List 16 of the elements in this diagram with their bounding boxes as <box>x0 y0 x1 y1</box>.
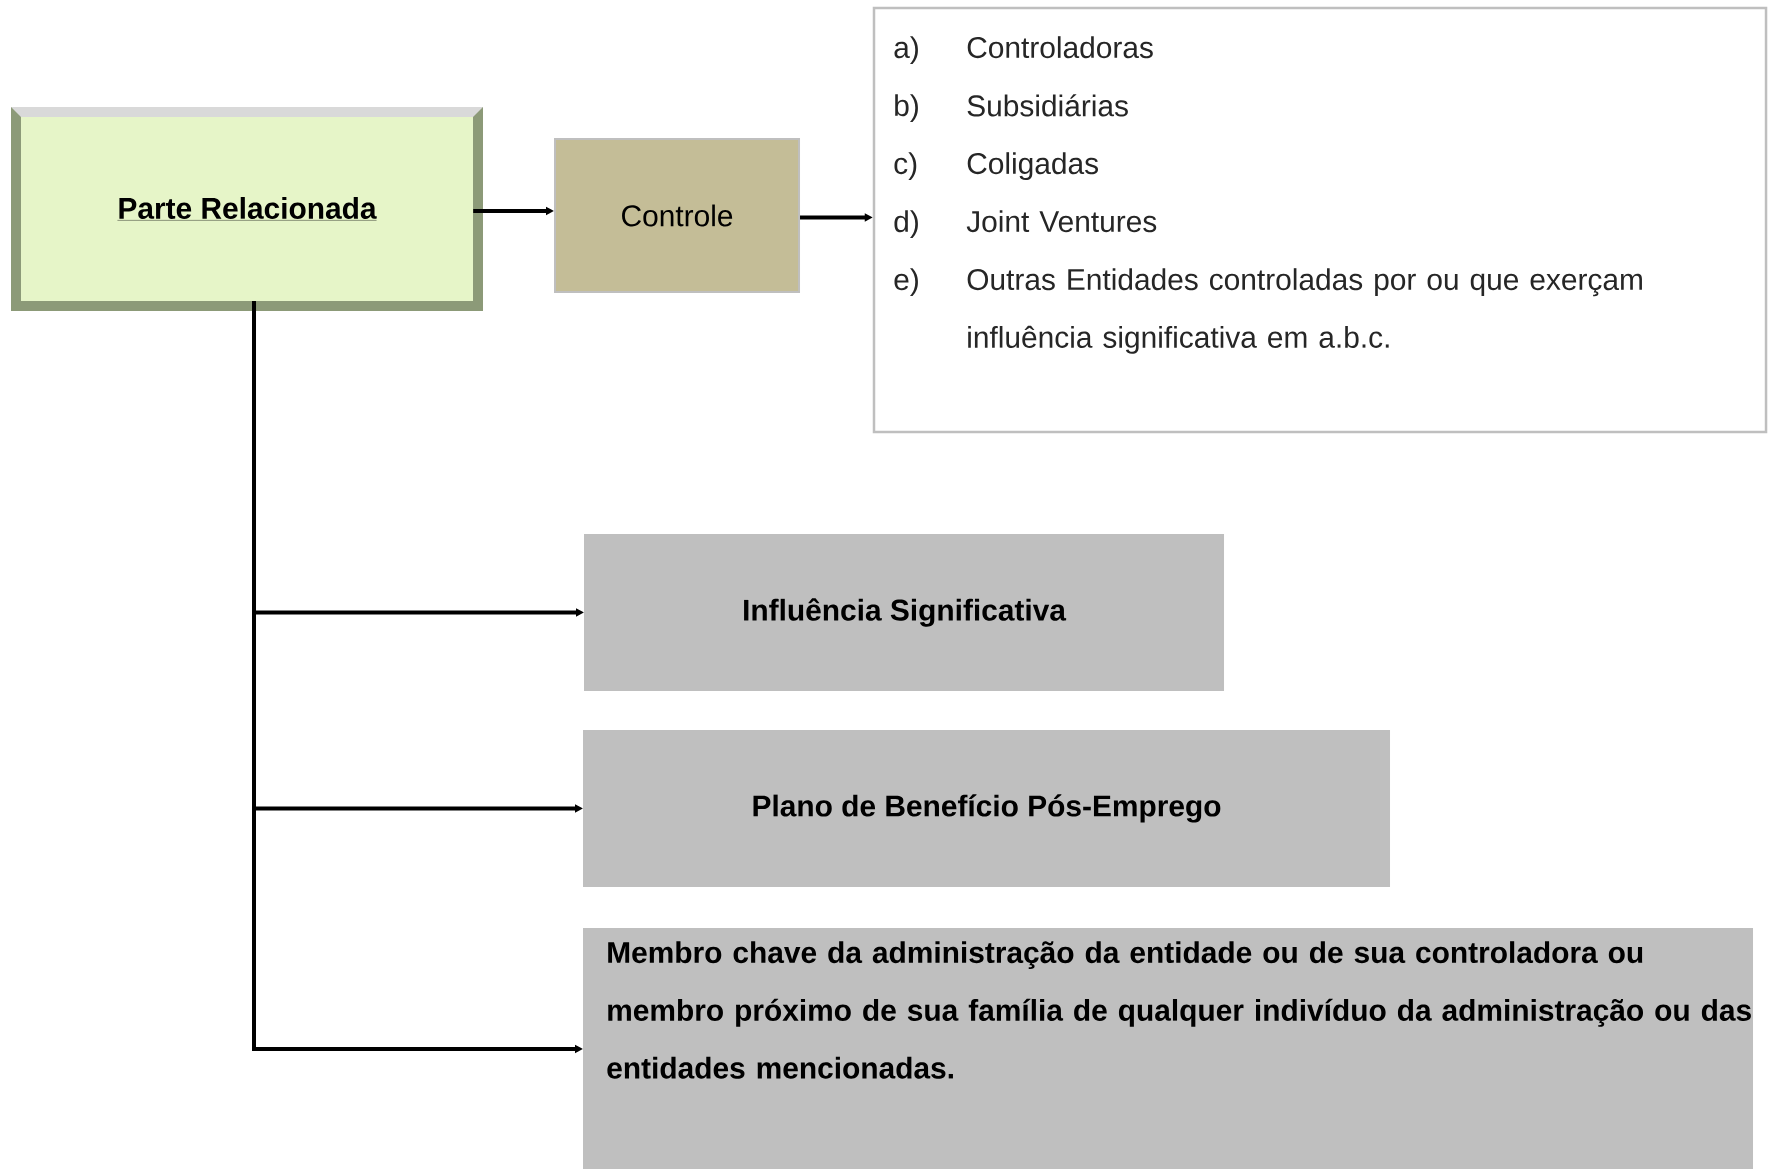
list-marker: d) <box>894 210 918 239</box>
title-box: Parte Relacionada <box>11 107 483 311</box>
list-item: Outras Entidades controladas por ou que exerçam influência significativa em a.b.c. <box>967 268 1642 354</box>
list-item: Coligadas <box>967 152 1098 181</box>
category-box: Influência Significativa <box>584 534 1224 691</box>
list-box <box>872 6 1768 434</box>
list-marker: a) <box>894 36 918 65</box>
category-box: Plano de Benefício Pós-Emprego <box>583 730 1390 887</box>
list-item: Joint Ventures <box>966 210 1157 233</box>
list-item: Controladoras <box>967 36 1153 59</box>
list-item: Subsidiárias <box>967 94 1128 117</box>
process-box: Controle <box>554 138 800 293</box>
category-box: Membro chave da administração da entidade ou de sua controladora ou membro próximo de sua família de qualquer indivíduo da administração ou das entidades mencionadas. <box>583 928 1754 1169</box>
list-marker: b) <box>895 94 918 123</box>
list-marker: e) <box>894 268 918 297</box>
list-marker: c) <box>894 152 917 181</box>
